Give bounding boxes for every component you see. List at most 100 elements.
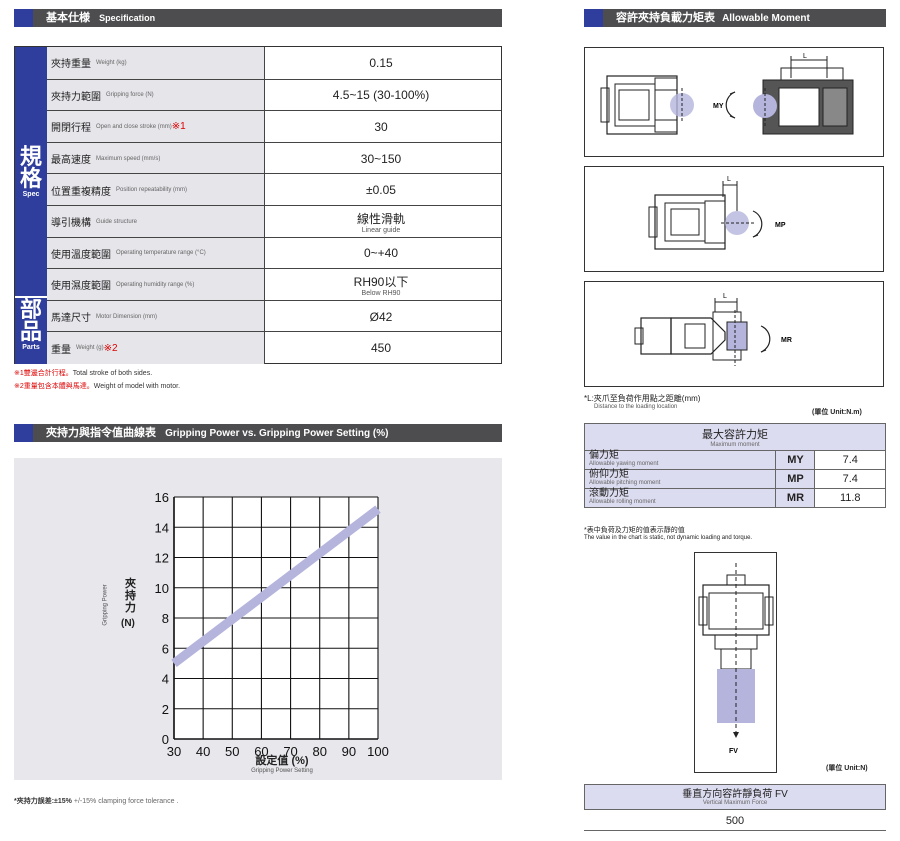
- x-tick-label: 60: [254, 744, 268, 759]
- y-tick-label: 0: [162, 732, 169, 747]
- fv-unit: (單位 Unit:N): [826, 765, 868, 772]
- spec-value: 30~150: [261, 143, 501, 175]
- fv-value: 500: [584, 812, 886, 831]
- spec-value: Ø42: [261, 301, 501, 333]
- spec-value: 0~+40: [261, 238, 501, 270]
- moment-head-zh: 最大容許力矩: [702, 429, 768, 441]
- diagram-my: MY L: [584, 47, 884, 157]
- spec-label-mark: ※1: [171, 121, 186, 133]
- spec-value: 450: [261, 332, 501, 364]
- spec-label-zh: 重量: [51, 344, 71, 356]
- y-tick-label: 4: [162, 672, 169, 687]
- chart-footnote: *夾持力誤差:±15% +/-15% clamping force tolera…: [14, 796, 178, 806]
- moment-note-zh: *L:夾爪至負荷作用點之距離(mm): [584, 394, 701, 403]
- spec-value-main: ±0.05: [366, 183, 396, 198]
- spec-label-zh: 夾持重量: [51, 59, 91, 71]
- spec-label-en: Operating temperature range (°C): [116, 250, 206, 257]
- spec-label-zh: 夾持力範圍: [51, 91, 101, 103]
- y-tick-label: 10: [155, 581, 169, 596]
- moment-head-en: Maximum moment: [710, 442, 760, 448]
- moment-note2-en: The value in the chart is static, not dy…: [584, 535, 753, 541]
- chart-title-zh: 夾持力與指令值曲線表: [46, 427, 156, 439]
- spec-label-en: Maximum speed (mm/s): [96, 155, 161, 162]
- moment-row-value: 7.4: [814, 450, 886, 470]
- parts-side-zh-2: 品: [19, 320, 42, 345]
- spec-label-en: Operating humidity range (%): [116, 281, 195, 288]
- x-tick-label: 100: [367, 744, 389, 759]
- moment-table-head: 最大容許力矩 Maximum moment: [584, 423, 886, 451]
- label-mr: MR: [781, 337, 792, 344]
- label-my: MY: [713, 103, 724, 110]
- y-tick-label: 12: [155, 551, 169, 566]
- diagram-fv: FV: [694, 552, 777, 773]
- spec-value-main: 線性滑軌: [356, 211, 405, 226]
- moment-title-en: Allowable Moment: [722, 13, 810, 24]
- moment-unit: (單位 Unit:N.m): [812, 409, 862, 416]
- spec-label-en: Weight (g): [76, 345, 104, 352]
- spec-value-sub: Below RH90: [361, 289, 401, 297]
- parts-side-en: Parts: [22, 344, 40, 351]
- moment-title-zh: 容許夾持負載力矩表: [616, 12, 715, 24]
- spec-value: 0.15: [261, 47, 501, 79]
- label-l-2: L: [727, 176, 731, 183]
- spec-value-sub: Linear guide: [361, 226, 401, 234]
- moment-note2-zh: *表中負荷及力矩的值表示靜的值: [584, 527, 685, 534]
- note2-text: Weight of model with motor.: [93, 383, 181, 390]
- spec-note-2: ※2重量包含本體與馬達。Weight of model with motor.: [14, 381, 180, 391]
- label-l-3: L: [723, 293, 727, 300]
- spec-value: ±0.05: [261, 174, 501, 206]
- spec-label-zh: 開閉行程: [51, 123, 91, 135]
- spec-label-en: Motor Dimension (mm): [96, 313, 158, 320]
- chart-ylabel: Gripping Power 夾持力 (N): [103, 578, 141, 638]
- gripper-diagram-mr: L MR: [634, 293, 792, 366]
- x-tick-label: 90: [342, 744, 356, 759]
- fv-head-en: Vertical Maximum Force: [702, 800, 768, 806]
- chart-ylabel-unit: (N): [121, 618, 135, 629]
- spec-value-main: 0~+40: [363, 246, 399, 261]
- note1-mark: ※1雙邊合計行程。: [14, 370, 73, 377]
- moment-note-en: Distance to the loading location: [594, 404, 678, 410]
- y-tick-label: 16: [155, 490, 169, 505]
- spec-label-zh: 馬達尺寸: [51, 313, 91, 325]
- spec-side-zh-1: 規: [19, 145, 42, 170]
- y-tick-label: 8: [162, 611, 169, 626]
- chart-ylabel-zh: 夾持力: [125, 578, 136, 614]
- note1-text: Total stroke of both sides.: [72, 370, 153, 377]
- x-tick-label: 40: [196, 744, 210, 759]
- moment-row-code: MR: [775, 488, 816, 508]
- fv-head-zh: 垂直方向容許靜負荷 FV: [682, 789, 788, 800]
- x-tick-label: 70: [283, 744, 297, 759]
- gripper-diagram-my: MY L: [600, 53, 854, 135]
- spec-label-zh: 導引機構: [51, 218, 91, 230]
- spec-value-main: Ø42: [369, 309, 393, 324]
- spec-label: 馬達尺寸 Motor Dimension (mm): [47, 300, 265, 333]
- x-tick-label: 30: [167, 744, 181, 759]
- chart-header: 夾持力與指令值曲線表 Gripping Power vs. Gripping P…: [14, 424, 502, 442]
- moment-note-2: *表中負荷及力矩的值表示靜的值 The value in the chart i…: [584, 525, 752, 541]
- moment-header: 容許夾持負載力矩表 Allowable Moment: [584, 9, 886, 27]
- y-tick-label: 2: [162, 702, 169, 717]
- spec-side-zh-2: 格: [19, 167, 42, 192]
- spec-row: 馬達尺寸 Motor Dimension (mm) Ø42: [47, 299, 501, 333]
